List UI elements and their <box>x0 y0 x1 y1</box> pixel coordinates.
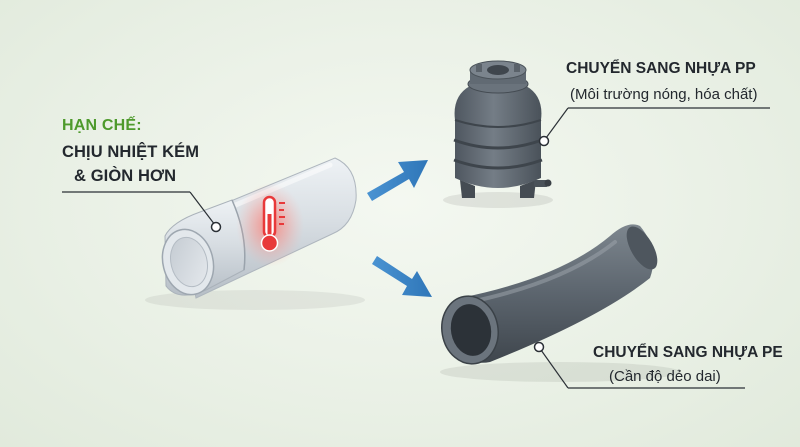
pe-pipe <box>440 224 680 382</box>
pe-leader <box>533 341 745 389</box>
limitation-leader <box>62 191 222 233</box>
limitation-title: HẠN CHẾ: <box>62 117 142 134</box>
pe-title: CHUYỂN SANG NHỰA PE <box>593 344 783 361</box>
arrow-right-icon <box>372 256 432 297</box>
pe-subtitle: (Cần độ dẻo dai) <box>609 368 721 385</box>
pp-subtitle: (Môi trường nóng, hóa chất) <box>570 86 758 103</box>
thermometer-icon <box>260 195 285 252</box>
limitation-line-1: CHỊU NHIỆT KÉM <box>62 143 200 161</box>
pp-title: CHUYỂN SANG NHỰA PP <box>566 60 756 77</box>
pp-leader <box>538 107 770 147</box>
arrow-right-icon <box>367 160 428 201</box>
limitation-line-2: & GIÒN HƠN <box>74 167 177 185</box>
pp-tank <box>443 60 553 208</box>
heat-indicator <box>236 183 304 267</box>
